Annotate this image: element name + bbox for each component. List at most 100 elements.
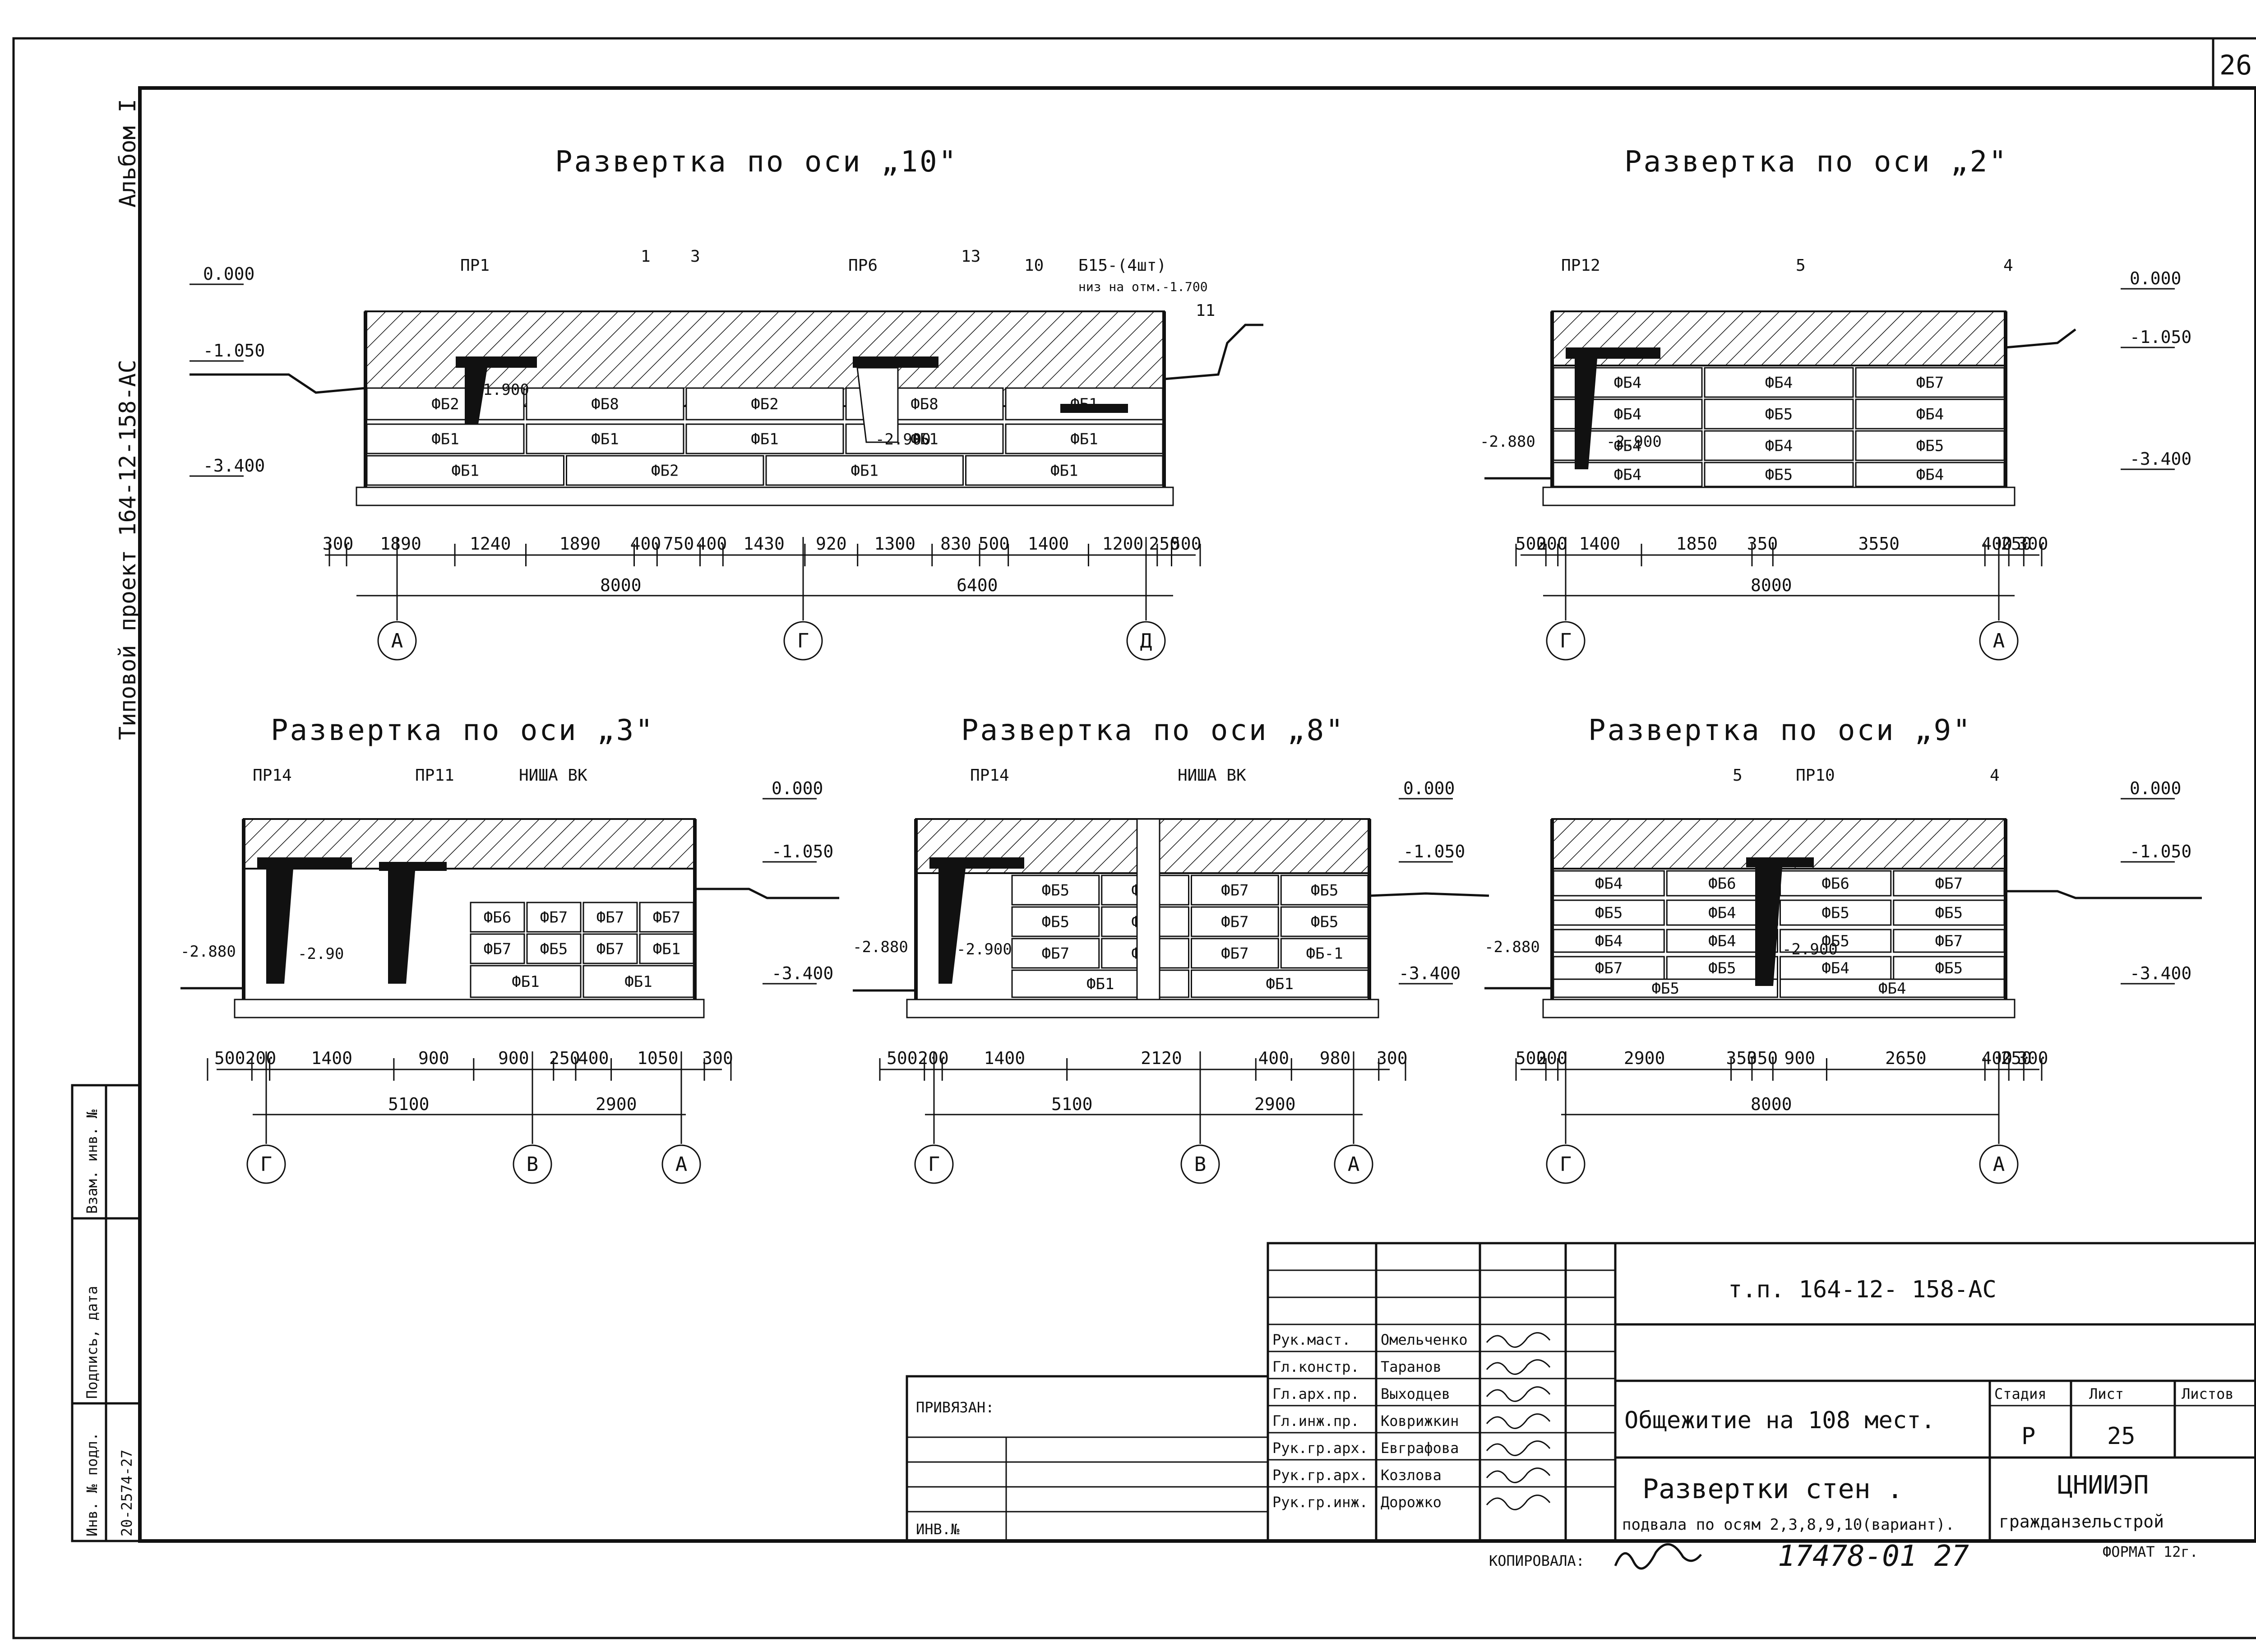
wall-block-label: ФБ4 xyxy=(1916,406,1944,424)
dim-value: 500 xyxy=(214,1048,245,1068)
axis-bubble xyxy=(1180,1144,1220,1184)
wall-block-label: ФБ1 xyxy=(1070,430,1098,449)
dim-value: 1850 xyxy=(1676,534,1718,554)
label-low-mark: низ на отм.-1.700 xyxy=(1078,279,1208,294)
wall-block xyxy=(1191,938,1279,969)
axis-bubble xyxy=(1979,621,2019,661)
wall-block xyxy=(582,965,694,998)
label-pr14: ПР14 xyxy=(970,766,1009,785)
wall-block-label: ФБ5 xyxy=(1042,882,1069,900)
wall-block xyxy=(526,423,684,454)
tb-signature xyxy=(1486,1413,1551,1429)
dim-value: 300 xyxy=(2017,534,2048,554)
wall-block-label: ФБ6 xyxy=(1708,875,1736,893)
dim-value: 1400 xyxy=(311,1048,352,1068)
level-1050: -1.050 xyxy=(203,341,265,361)
axis-label: А xyxy=(391,629,403,652)
wall-block-label: ФБ4 xyxy=(1708,932,1736,950)
wall-block xyxy=(765,455,964,486)
wall-block-label: ФБ1 xyxy=(851,462,878,480)
wall-block-label: ФБ4 xyxy=(1614,374,1641,392)
mark-1900: -1.900 xyxy=(474,381,529,399)
wall-block xyxy=(1553,929,1665,953)
level-0: 0.000 xyxy=(2130,778,2181,798)
title-block: ПРИВЯЗАН: ИНВ.№ Рук.маст.ОмельченкоГл.ко… xyxy=(906,1242,2256,1542)
side-inv-label: Инв. № подл. xyxy=(83,1432,101,1536)
dim-value: 3550 xyxy=(1858,534,1900,554)
tb-role: Рук.гр.арх. xyxy=(1272,1467,1368,1484)
wall-block-label: ФБ5 xyxy=(1935,959,1963,977)
dim-value: 500 xyxy=(979,534,1010,554)
axis-label: Д xyxy=(1140,629,1152,652)
dim-value: 250 xyxy=(1149,534,1180,554)
wall-block-label: ФБ4 xyxy=(1614,466,1641,484)
wall-block-label: ФБ7 xyxy=(596,909,624,927)
label-niche: НИША ВК xyxy=(519,766,587,785)
wall-block xyxy=(965,455,1164,486)
tb-person: Коврижкин xyxy=(1381,1412,1459,1430)
wall-block xyxy=(1553,462,1703,487)
wall-block-label: ФБ1 xyxy=(653,940,680,958)
label-pr11: ПР11 xyxy=(415,766,454,785)
mark-2880: -2.880 xyxy=(180,943,236,961)
format-label: ФОРМАТ 12г. xyxy=(2103,1543,2198,1560)
wall-block xyxy=(1704,430,1854,461)
wall-block-label: ФБ4 xyxy=(1878,980,1906,998)
wall-block xyxy=(1011,906,1100,937)
level-0: 0.000 xyxy=(772,778,823,798)
dim-value: 1890 xyxy=(559,534,601,554)
sheet-value: 25 xyxy=(2107,1423,2136,1450)
label-10: 10 xyxy=(1024,256,1044,275)
project-label: Типовой проект 164-12-158-АС xyxy=(115,360,141,740)
wall-block-label: ФБ5 xyxy=(1595,904,1623,922)
level-1050: -1.050 xyxy=(2130,327,2191,347)
wall-block-label: ФБ1 xyxy=(624,973,652,991)
wall-block-label: ФБ4 xyxy=(1765,374,1793,392)
wall-block-label: ФБ2 xyxy=(431,395,459,413)
tb-person: Омельченко xyxy=(1381,1331,1468,1348)
dim-value: 400 xyxy=(696,534,727,554)
level-0: 0.000 xyxy=(1403,778,1455,798)
dim-value: 500 xyxy=(1516,1048,1547,1068)
wall-block xyxy=(1011,938,1100,969)
dim-value: 500 xyxy=(1516,534,1547,554)
dim-value: 500 xyxy=(887,1048,918,1068)
level-1050: -1.050 xyxy=(772,842,833,861)
wall-block-label: ФБ1 xyxy=(452,462,479,480)
wall-block-label: ФБ8 xyxy=(911,395,938,413)
tb-role: Рук.гр.инж. xyxy=(1272,1494,1368,1511)
wall-block-label: ФБ7 xyxy=(1221,945,1248,963)
dim-value: 400 xyxy=(630,534,661,554)
drawing-axis-10: Развертка по оси „10" 0.000 -1.050 -3.40… xyxy=(190,145,1263,661)
drawing-axis-8: Развертка по оси „8" 0.000 -1.050 -3.400… xyxy=(853,714,1489,1184)
wall-block xyxy=(1855,367,2005,398)
wall-block xyxy=(526,933,582,964)
tb-signature xyxy=(1486,1386,1551,1402)
wall-block-label: ФБ4 xyxy=(1595,875,1623,893)
tb-person: Дорожко xyxy=(1381,1494,1442,1511)
dim-value: 200 xyxy=(1536,534,1567,554)
wall-block-label: ФБ5 xyxy=(1821,904,1849,922)
wall-block-label: ФБ4 xyxy=(1614,406,1641,424)
side-sign-label: Подпись, дата xyxy=(83,1286,101,1399)
dim-value: 1240 xyxy=(470,534,511,554)
tb-signature xyxy=(1486,1495,1551,1510)
sheet-title: Развертки стен . xyxy=(1642,1473,1903,1505)
dim-value: 2900 xyxy=(1624,1048,1665,1068)
level-1050: -1.050 xyxy=(2130,842,2191,861)
label-1: 1 xyxy=(641,247,651,266)
stage-value: Р xyxy=(2021,1423,2035,1450)
level-1050: -1.050 xyxy=(1403,842,1465,861)
dim-value: 1400 xyxy=(984,1048,1026,1068)
tb-role: Гл.инж.пр. xyxy=(1272,1412,1359,1430)
axis-label: Г xyxy=(1560,629,1572,652)
label-pr1: ПР1 xyxy=(460,256,490,275)
label-pr12: ПР12 xyxy=(1561,256,1600,275)
dim-value: 1890 xyxy=(380,534,421,554)
wall-block xyxy=(1780,929,1892,953)
wall-block xyxy=(366,423,525,454)
wall-block xyxy=(526,387,684,421)
wall-block-label: ФБ6 xyxy=(1821,875,1849,893)
wall-block-label: ФБ1 xyxy=(1050,462,1078,480)
wall-block-label: ФБ6 xyxy=(484,909,511,927)
